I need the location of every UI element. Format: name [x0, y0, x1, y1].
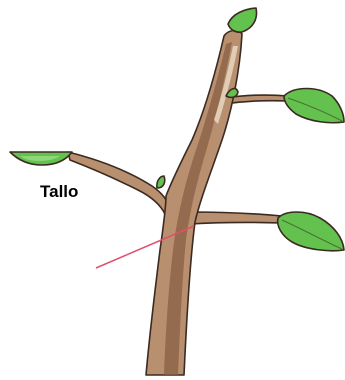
left-branch	[68, 152, 170, 214]
top-bud	[228, 8, 256, 32]
left-node-bud	[157, 176, 165, 188]
stem-label: Tallo	[40, 182, 78, 201]
right-lower-branch	[190, 212, 282, 224]
